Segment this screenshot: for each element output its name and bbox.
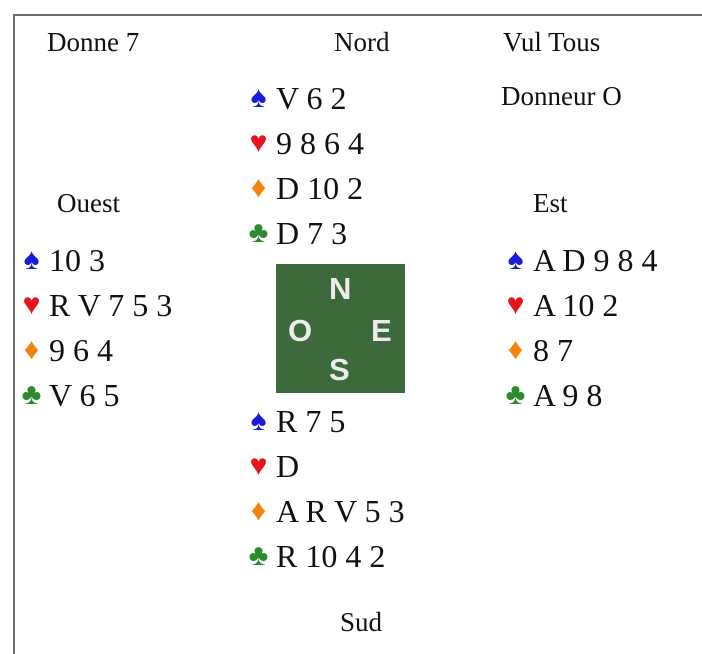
north-clubs-row: ♣ D 7 3 <box>245 210 364 255</box>
spade-icon: ♠ <box>250 80 267 114</box>
dealer: Donneur O <box>501 81 622 111</box>
north-diamonds-row: ♦ D 10 2 <box>245 165 364 210</box>
north-label: Nord <box>334 27 390 57</box>
heart-icon: ♥ <box>249 125 268 159</box>
east-spades: A D 9 8 4 <box>533 241 658 278</box>
north-diamonds: D 10 2 <box>276 169 364 206</box>
north-hand: ♠ V 6 2 ♥ 9 8 6 4 ♦ D 10 2 ♣ D 7 3 <box>245 75 364 255</box>
east-label: Est <box>533 188 568 218</box>
compass-north: N <box>329 271 352 306</box>
club-icon: ♣ <box>248 215 269 249</box>
south-hand: ♠ R 7 5 ♥ D ♦ A R V 5 3 ♣ R 10 4 2 <box>245 398 405 578</box>
diamond-icon: ♦ <box>507 332 524 366</box>
west-spades-row: ♠ 10 3 <box>18 237 172 282</box>
club-icon: ♣ <box>21 377 42 411</box>
east-hearts: A 10 2 <box>533 286 619 323</box>
diamond-icon: ♦ <box>250 493 267 527</box>
north-clubs: D 7 3 <box>276 214 348 251</box>
compass-rose: N O E S <box>276 264 405 393</box>
spade-icon: ♠ <box>23 242 40 276</box>
west-spades: 10 3 <box>49 241 105 278</box>
compass-east: E <box>371 313 392 348</box>
east-hearts-row: ♥ A 10 2 <box>502 282 657 327</box>
east-diamonds: 8 7 <box>533 331 573 368</box>
south-spades: R 7 5 <box>276 402 346 439</box>
east-spades-row: ♠ A D 9 8 4 <box>502 237 658 282</box>
north-spades: V 6 2 <box>276 79 347 116</box>
west-hand: ♠ 10 3 ♥ R V 7 5 3 ♦ 9 6 4 ♣ V 6 5 <box>18 237 173 417</box>
west-clubs: V 6 5 <box>49 376 120 413</box>
vulnerability: Vul Tous <box>503 27 601 57</box>
spade-icon: ♠ <box>250 403 267 437</box>
north-hearts: 9 8 6 4 <box>276 124 364 161</box>
deal-number: Donne 7 <box>47 27 140 57</box>
heart-icon: ♥ <box>249 448 268 482</box>
east-hand: ♠ A D 9 8 4 ♥ A 10 2 ♦ 8 7 ♣ A 9 8 <box>502 237 658 417</box>
south-label: Sud <box>340 607 383 637</box>
west-hearts-row: ♥ R V 7 5 3 <box>18 282 173 327</box>
south-clubs: R 10 4 2 <box>276 537 386 574</box>
compass-south: S <box>329 352 350 387</box>
south-spades-row: ♠ R 7 5 <box>245 398 405 443</box>
north-hearts-row: ♥ 9 8 6 4 <box>245 120 364 165</box>
west-label: Ouest <box>57 188 120 218</box>
diamond-icon: ♦ <box>250 170 267 204</box>
south-hearts-row: ♥ D <box>245 443 405 488</box>
compass-west: O <box>288 313 313 348</box>
south-clubs-row: ♣ R 10 4 2 <box>245 533 405 578</box>
west-diamonds-row: ♦ 9 6 4 <box>18 327 172 372</box>
club-icon: ♣ <box>505 377 526 411</box>
spade-icon: ♠ <box>507 242 524 276</box>
east-clubs-row: ♣ A 9 8 <box>502 372 657 417</box>
south-hearts: D <box>276 447 300 484</box>
west-hearts: R V 7 5 3 <box>49 286 173 323</box>
west-clubs-row: ♣ V 6 5 <box>18 372 172 417</box>
diagram-frame <box>13 14 702 654</box>
diamond-icon: ♦ <box>23 332 40 366</box>
north-spades-row: ♠ V 6 2 <box>245 75 364 120</box>
south-diamonds: A R V 5 3 <box>276 492 405 529</box>
south-diamonds-row: ♦ A R V 5 3 <box>245 488 405 533</box>
club-icon: ♣ <box>248 538 269 572</box>
east-clubs: A 9 8 <box>533 376 603 413</box>
east-diamonds-row: ♦ 8 7 <box>502 327 657 372</box>
heart-icon: ♥ <box>22 287 41 321</box>
west-diamonds: 9 6 4 <box>49 331 113 368</box>
heart-icon: ♥ <box>506 287 525 321</box>
